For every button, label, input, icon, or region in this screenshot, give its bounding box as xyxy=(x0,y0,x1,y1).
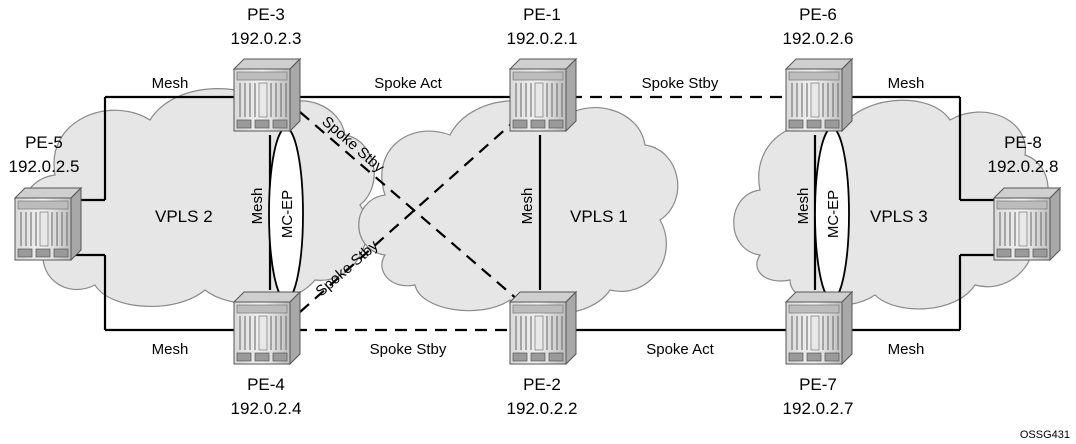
pe3-router-icon xyxy=(233,58,301,132)
pe4-router-icon xyxy=(233,291,301,365)
vpls-3-label: VPLS 3 xyxy=(870,207,928,226)
pe7-router-icon xyxy=(785,291,853,365)
pe6-name: PE-6 xyxy=(799,5,837,24)
pe7-ip: 192.0.2.7 xyxy=(783,399,854,418)
mc-ep-left-label: MC-EP xyxy=(279,190,296,238)
spoke-pe2-pe7-label: Spoke Act xyxy=(646,341,714,358)
pe2-ip: 192.0.2.2 xyxy=(507,399,578,418)
vpls-1-cloud xyxy=(358,100,679,315)
pe4-ip: 192.0.2.4 xyxy=(231,399,302,418)
pe6-ip: 192.0.2.6 xyxy=(783,29,854,48)
pe8-name: PE-8 xyxy=(1004,133,1042,152)
pe2-name: PE-2 xyxy=(523,375,561,394)
link-pe4-pe1 xyxy=(299,117,519,313)
pe8-ip: 192.0.2.8 xyxy=(988,157,1059,176)
pe3-ip: 192.0.2.3 xyxy=(231,29,302,48)
vpls-2-label: VPLS 2 xyxy=(155,207,213,226)
pe7-name: PE-7 xyxy=(799,375,837,394)
figure-id: OSSG431 xyxy=(1020,429,1070,441)
pe5-name: PE-5 xyxy=(25,133,63,152)
mesh-pe1-pe2-label: Mesh xyxy=(519,188,536,225)
pe1-ip: 192.0.2.1 xyxy=(507,29,578,48)
mesh-pe6-pe7-label: Mesh xyxy=(795,188,812,225)
mesh-pe5-pe4-label: Mesh xyxy=(152,341,189,358)
pe8-router-icon xyxy=(993,187,1061,261)
mesh-pe6-pe8-label: Mesh xyxy=(888,75,925,92)
vpls-1-label: VPLS 1 xyxy=(570,207,628,226)
pe3-name: PE-3 xyxy=(247,5,285,24)
pe4-name: PE-4 xyxy=(247,375,285,394)
pe1-name: PE-1 xyxy=(523,5,561,24)
spoke-pe1-pe6-label: Spoke Stby xyxy=(642,75,719,92)
pe5-ip: 192.0.2.5 xyxy=(9,157,80,176)
mesh-pe7-pe8-label: Mesh xyxy=(888,341,925,358)
pe2-router-icon xyxy=(509,291,577,365)
link-pe3-pe2 xyxy=(299,111,519,301)
pe6-router-icon xyxy=(785,58,853,132)
mesh-pe3-pe4-label: Mesh xyxy=(249,188,266,225)
mc-ep-right-label: MC-EP xyxy=(825,190,842,238)
spoke-pe4-pe2-label: Spoke Stby xyxy=(370,341,447,358)
mesh-pe5-pe3-label: Mesh xyxy=(152,75,189,92)
pe1-router-icon xyxy=(509,58,577,132)
pe5-router-icon xyxy=(14,187,82,261)
spoke-pe3-pe1-label: Spoke Act xyxy=(374,75,442,92)
